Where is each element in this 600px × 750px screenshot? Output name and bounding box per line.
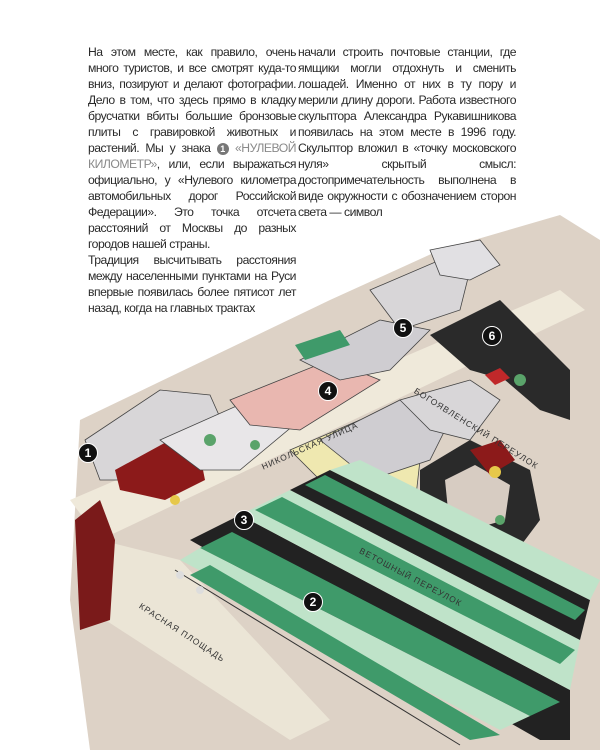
green-roof — [295, 330, 350, 360]
red-roof — [485, 368, 510, 385]
text-column-right: начали строить почтовые станции, где ямщ… — [298, 44, 517, 220]
chapel-dome — [170, 495, 180, 505]
kremlin-tower — [75, 500, 115, 630]
map-marker-3[interactable]: 3 — [234, 510, 254, 530]
red-building — [470, 440, 515, 475]
highlight-zero-km: «НУЛЕВОЙ КИЛОМЕТР» — [88, 141, 297, 171]
paragraph: начали строить почтовые станции, где ямщ… — [298, 45, 517, 219]
text-column-left: На этом месте, как правило, очень много … — [88, 44, 297, 316]
paragraph: Традиция высчитывать расстояния между на… — [88, 253, 297, 315]
map-marker-5[interactable]: 5 — [393, 318, 413, 338]
gum-roofs — [180, 460, 600, 740]
red-square-road — [90, 540, 330, 740]
map-marker-4[interactable]: 4 — [318, 381, 338, 401]
paragraph-text: , или, если выражаться официально, у «Ну… — [88, 157, 297, 251]
marker-1-inline-icon: 1 — [216, 143, 229, 155]
paragraph-text: На этом месте, как правило, очень много … — [88, 45, 297, 155]
bogoyavlensky-dark-block — [430, 300, 570, 420]
map-marker-1[interactable]: 1 — [78, 443, 98, 463]
trees — [176, 374, 526, 594]
map-marker-2[interactable]: 2 — [303, 592, 323, 612]
paragraph: На этом месте, как правило, очень много … — [88, 44, 297, 252]
building — [429, 239, 501, 281]
chapel-dome — [489, 466, 501, 478]
building — [399, 379, 501, 441]
map-marker-6[interactable]: 6 — [482, 326, 502, 346]
gum-front-edge — [174, 569, 461, 746]
